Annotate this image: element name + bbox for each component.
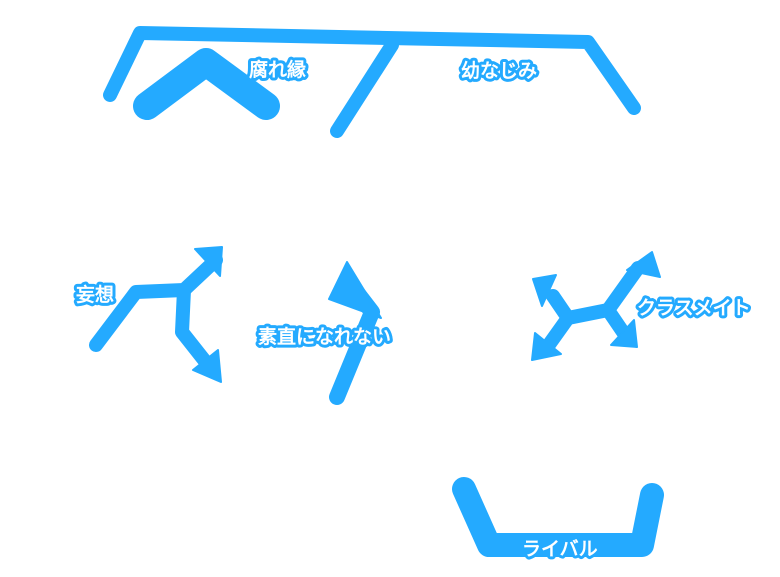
rival-bracket — [464, 489, 652, 545]
label-mousou: 妄想 — [76, 283, 114, 306]
label-kusareen: 腐れ縁 — [249, 58, 306, 81]
top-bracket-divider — [337, 45, 392, 131]
label-sunao: 素直になれない — [258, 325, 391, 348]
label-rival: ライバル — [522, 538, 598, 560]
sunao-arrowhead — [329, 262, 381, 318]
label-osananajimi: 幼なじみ — [461, 59, 537, 82]
label-classmate: クラスメイト — [637, 297, 751, 319]
